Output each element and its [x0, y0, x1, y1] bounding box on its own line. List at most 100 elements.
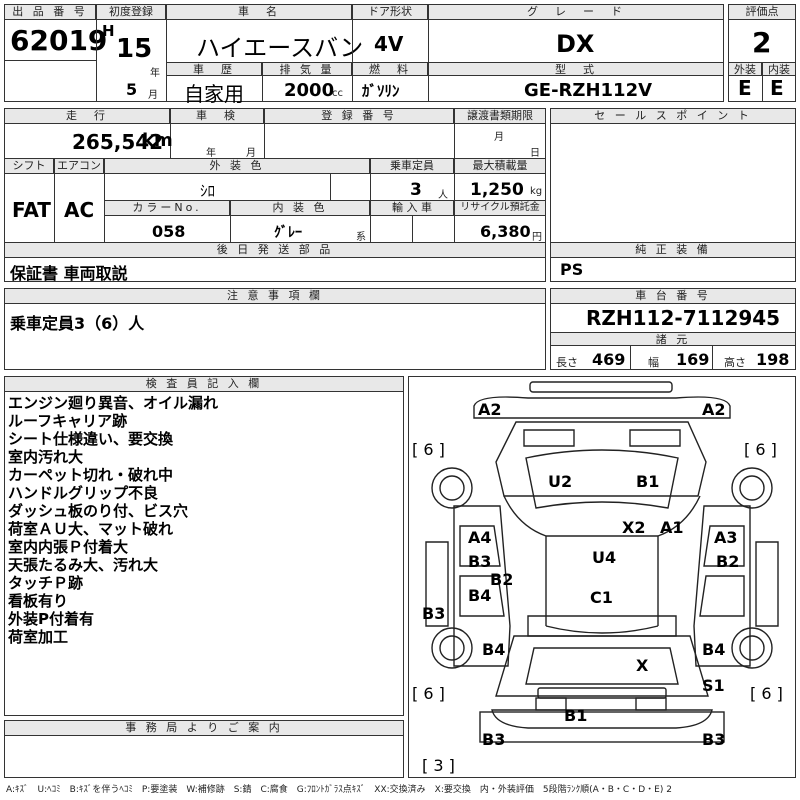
model-label: 型 式 [428, 62, 724, 76]
mark-u2: U2 [548, 472, 573, 491]
mark-b3-l2: B3 [422, 604, 446, 623]
length-label: 長さ [556, 356, 578, 369]
color-label: 外 装 色 [104, 158, 370, 174]
car-name: ハイエースバン [196, 34, 364, 62]
exterior-color: ｼﾛ [200, 182, 216, 200]
reg-month: 5 [126, 80, 138, 99]
import-label: 輸 入 車 [370, 200, 454, 216]
inspector-line: 荷室加工 [8, 628, 69, 646]
mark-u4: U4 [592, 548, 617, 567]
displacement-unit: cc [332, 88, 343, 99]
lot-number: 62019 [10, 24, 108, 57]
mileage: 265,542 [72, 130, 164, 154]
mark-b2-right: B2 [716, 552, 740, 571]
shift-label: シフト [4, 158, 54, 174]
score-label: 評価点 [728, 4, 796, 20]
mark-a2-left: A2 [478, 400, 502, 419]
sales-point-label: セ ー ル ス ポ イ ン ト [550, 108, 796, 124]
displacement-label: 排 気 量 [262, 62, 352, 76]
legend: A:ｷｽﾞ U:ﾍｺﾐ B:ｷｽﾞを伴うﾍｺﾐ P:要塗装 W:補修跡 S:錆 … [6, 785, 672, 795]
length: 469 [592, 350, 626, 369]
inspector-line: シート仕様違い、要交換 [8, 430, 174, 448]
width-label: 幅 [648, 356, 659, 369]
genuine-equipment: PS [560, 260, 584, 279]
capacity: 3 [410, 180, 422, 200]
max-load: 1,250 [470, 180, 524, 200]
interior-color-label: 内 装 色 [230, 200, 370, 216]
later-parts: 保証書 車両取説 [10, 264, 128, 283]
ext-score: E [738, 76, 752, 100]
insp-year-unit: 年 [206, 148, 216, 159]
notes-label: 注 意 事 項 欄 [4, 288, 546, 304]
capacity-unit: 人 [438, 190, 448, 201]
inspector-line: 室内内張Ｐ付着大 [8, 538, 129, 556]
mark-6-bl: [ 6 ] [412, 684, 445, 703]
chassis-number: RZH112-7112945 [586, 306, 781, 330]
mark-b2-left: B2 [490, 570, 514, 589]
notes-text: 乗車定員3（6）人 [10, 314, 145, 333]
door-type: 4V [374, 32, 404, 56]
ac: AC [64, 198, 95, 222]
mark-c1: C1 [590, 588, 613, 607]
inspector-line: ハンドルグリップ不良 [8, 484, 159, 502]
int-label: 内装 [762, 62, 796, 76]
mark-b3-bottom-right: B3 [702, 730, 726, 749]
model-code: GE-RZH112V [524, 80, 653, 101]
height-label: 高さ [724, 356, 746, 369]
mark-b3-l1: B3 [468, 552, 492, 571]
mark-b4-l2: B4 [482, 640, 506, 659]
fuel: ｶﾞｿﾘﾝ [362, 82, 400, 100]
reg-era: H [102, 22, 115, 40]
color-no-label: カラーNo. [104, 200, 230, 216]
mileage-unit: km [142, 130, 173, 151]
mark-b4-l1: B4 [468, 586, 492, 605]
int-score: E [770, 76, 784, 100]
car-name-label: 車 名 [166, 4, 352, 20]
mark-b3-bottom-left: B3 [482, 730, 506, 749]
mark-b4-right: B4 [702, 640, 726, 659]
grade: DX [556, 30, 595, 58]
recycle-label: リサイクル預託金 [454, 200, 546, 216]
reg-no-label: 登 録 番 号 [264, 108, 454, 124]
reg-year-unit: 年 [150, 68, 160, 79]
transfer-label: 譲渡書類期限 [454, 108, 546, 124]
mark-a2-right: A2 [702, 400, 726, 419]
score: 2 [752, 26, 772, 59]
load-unit: kg [530, 186, 543, 197]
office-label: 事 務 局 よ り ご 案 内 [4, 720, 404, 736]
width: 169 [676, 350, 710, 369]
lot-label: 出 品 番 号 [4, 4, 96, 20]
inspector-line: 室内汚れ大 [8, 448, 84, 466]
chassis-label: 車 台 番 号 [550, 288, 796, 304]
vehicle-diagram [425, 381, 779, 743]
mark-b1-bottom: B1 [564, 706, 588, 725]
mark-6-tr: [ 6 ] [744, 440, 777, 459]
inspector-line: タッチＰ跡 [8, 574, 84, 592]
fuel-label: 燃 料 [352, 62, 428, 76]
recycle-unit: 円 [532, 232, 542, 243]
color-no: 058 [152, 222, 186, 241]
history: 自家用 [184, 82, 244, 106]
history-label: 車 歴 [166, 62, 262, 76]
mark-b1-top: B1 [636, 472, 660, 491]
ac-label: エアコン [54, 158, 104, 174]
transfer-day-unit: 日 [530, 148, 540, 159]
interior-color-unit: 系 [356, 232, 366, 243]
inspector-line: 荷室ＡＵ大、マット破れ [8, 520, 174, 538]
interior-color: ｸﾞﾚｰ [274, 225, 302, 241]
mark-6-br: [ 6 ] [750, 684, 783, 703]
insp-month-unit: 月 [246, 148, 256, 159]
mark-a3: A3 [714, 528, 738, 547]
inspector-line: 外装P付着有 [8, 610, 94, 628]
later-parts-box [4, 242, 546, 282]
inspector-line: ルーフキャリア跡 [8, 412, 128, 430]
door-label: ドア形状 [352, 4, 428, 20]
mark-a4: A4 [468, 528, 492, 547]
diagram-box [408, 376, 796, 778]
capacity-label: 乗車定員 [370, 158, 454, 174]
transfer-month-unit: 月 [494, 132, 504, 143]
reg-month-unit: 月 [148, 90, 158, 101]
reg-year: 15 [116, 34, 153, 64]
inspector-label: 検 査 員 記 入 欄 [4, 376, 404, 392]
inspection-label: 車 検 [170, 108, 264, 124]
